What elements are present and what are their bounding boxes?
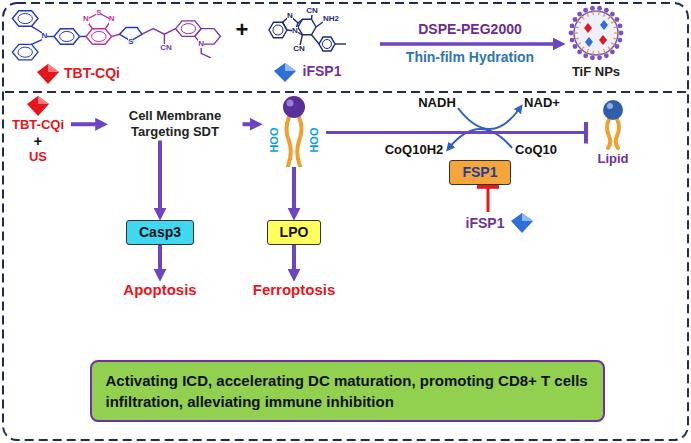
tbt-cqi-structure	[12, 11, 220, 60]
reagent-label: TBT-CQi	[12, 117, 64, 133]
process-text: Cell Membrane Targeting SDT	[108, 108, 243, 141]
peroxide-label: HOO	[308, 128, 320, 153]
process-arrow	[380, 42, 554, 46]
atom-label: CN	[306, 7, 318, 16]
process-label: DSPE-PEG2000	[418, 22, 522, 37]
inhibition-line	[326, 131, 588, 134]
inhibitor-tag: iFSP1	[466, 212, 535, 234]
atom-label: CN	[293, 45, 305, 54]
atom-label: N	[109, 15, 115, 24]
lipid-figure	[588, 98, 638, 150]
lipid-label: Lipid	[588, 152, 638, 166]
atom-label: S	[128, 38, 133, 47]
red-diamond-icon	[26, 95, 50, 117]
flow-arrow	[158, 141, 162, 210]
product-name: TiF NPs	[572, 65, 620, 79]
reagent-label: +	[34, 133, 43, 149]
box-label: LPO	[280, 224, 309, 241]
outcome-text: Apoptosis	[123, 281, 196, 300]
summary-box: Activating ICD, accelerating DC maturati…	[90, 360, 605, 422]
lipid-icon: Lipid	[588, 98, 638, 170]
cofactor-arc	[458, 108, 520, 129]
atom-label: NH2	[323, 15, 339, 24]
red-diamond-icon	[37, 64, 59, 84]
inhibition-line	[487, 185, 490, 212]
ifsp1-structure	[269, 14, 346, 51]
enzyme-box: FSP1	[449, 160, 510, 185]
atom-label: S	[96, 9, 101, 18]
nanoparticle-icon	[569, 6, 624, 60]
atom-label: N	[292, 27, 298, 36]
reagent-label: US	[29, 149, 47, 165]
connector-layer	[71, 124, 588, 270]
summary-text: Activating ICD, accelerating DC maturati…	[106, 370, 589, 412]
peroxidized-lipid: HOO HOO	[262, 95, 326, 167]
cofactor-label: NADH	[418, 96, 456, 110]
peroxide-label: HOO	[268, 128, 280, 153]
atom-label: N	[287, 12, 293, 21]
atom-label: N	[83, 15, 89, 24]
box-label: FSP1	[462, 164, 497, 181]
blue-diamond-icon	[274, 63, 296, 82]
atom-label: N	[42, 32, 48, 41]
flow-arrow	[292, 245, 296, 270]
cofactor-label: CoQ10H2	[385, 143, 444, 157]
atom-label: N	[198, 40, 204, 49]
blue-diamond-icon	[510, 212, 534, 234]
flow-arrow	[292, 167, 296, 209]
reagent-group: TBT-CQi+US	[5, 95, 71, 165]
box-label: Casp3	[139, 224, 181, 241]
flow-arrow	[71, 122, 97, 126]
flow-arrow	[158, 245, 162, 270]
inhibitor-label: iFSP1	[466, 215, 505, 232]
process-label: Thin-film Hydration	[406, 50, 534, 65]
section-divider	[5, 91, 686, 93]
plus-sign: +	[236, 18, 249, 42]
atom-label: CN	[160, 44, 172, 53]
outer-frame	[3, 3, 688, 440]
cofactor-label: CoQ10	[515, 143, 557, 157]
node-text: Cell Membrane Targeting SDT	[108, 108, 243, 141]
cofactor-label: NAD+	[524, 96, 560, 110]
lpo-box: LPO	[267, 220, 322, 245]
node-text: Ferroptosis	[253, 281, 336, 300]
outcome-text: Ferroptosis	[253, 281, 336, 300]
compound-name: TBT-CQi	[64, 66, 120, 81]
caspase-box: Casp3	[126, 220, 194, 245]
flow-arrow	[243, 122, 252, 126]
compound-name: iFSP1	[303, 64, 342, 79]
node-text: Apoptosis	[123, 281, 196, 300]
